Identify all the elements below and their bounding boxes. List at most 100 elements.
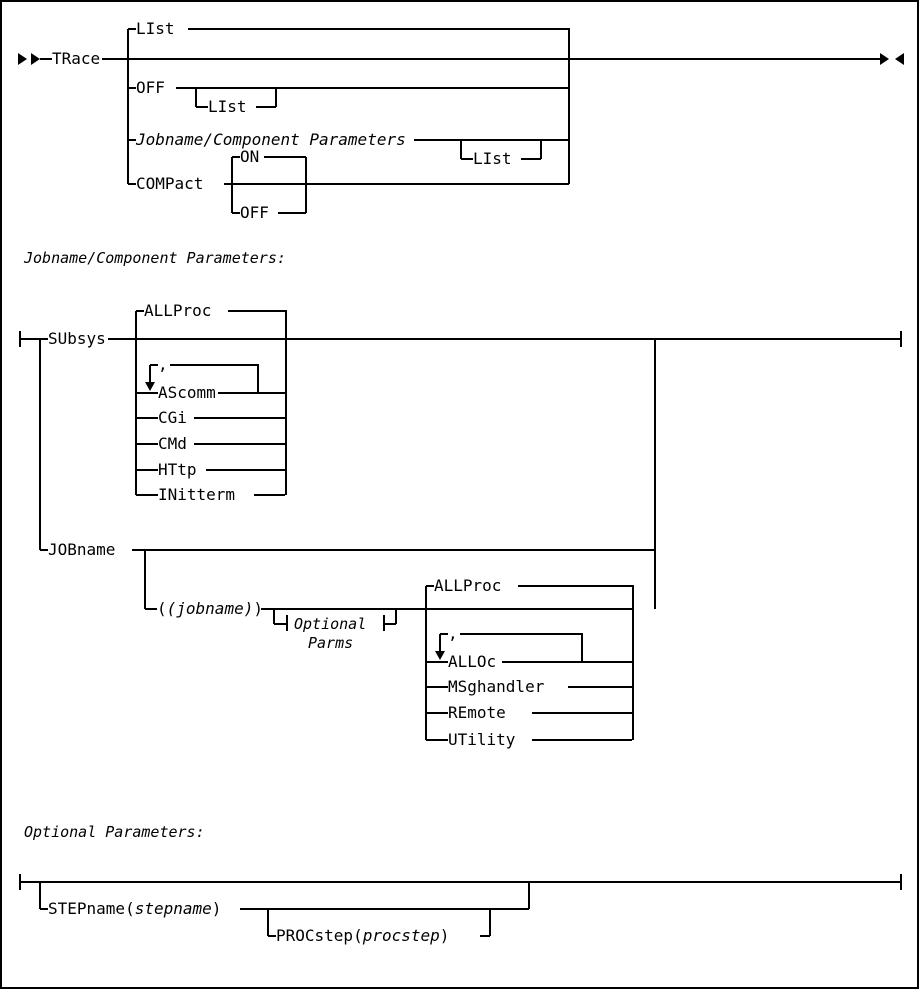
jobname-utility-line-right bbox=[532, 739, 632, 741]
option-jobname-utility: UTility bbox=[448, 730, 516, 749]
subsys-cmd-line-left bbox=[136, 443, 158, 445]
option-subsys-cmd: CMd bbox=[158, 434, 187, 453]
fragment3-end-bar bbox=[900, 874, 902, 890]
subsys-ascomm-line-right bbox=[218, 392, 285, 394]
optional-parms-vertical-right bbox=[395, 608, 397, 624]
option-subsys-cgi: CGi bbox=[158, 408, 187, 427]
option-procstep-close: ) bbox=[439, 926, 450, 945]
subsys-cmd-line-right bbox=[194, 443, 285, 445]
option-jobname-allproc: ALLProc bbox=[434, 576, 502, 595]
optional-parms-line-left bbox=[274, 623, 286, 625]
alloc-loop-line-top-right bbox=[460, 633, 582, 635]
subsys-initterm-line-right bbox=[254, 494, 285, 496]
option-stepname-var: stepname bbox=[134, 899, 212, 918]
keyword-jobname: JOBname bbox=[48, 540, 116, 559]
jobname-choices-through-line bbox=[426, 608, 632, 610]
compact-on-line-right bbox=[264, 156, 306, 158]
subsys-http-line-right bbox=[206, 469, 285, 471]
option-compact: COMPact bbox=[136, 174, 204, 193]
entry-arrow-1-icon bbox=[18, 53, 27, 65]
option-subsys-initterm: INitterm bbox=[158, 485, 236, 504]
option-jobname-msghandler: MSghandler bbox=[448, 677, 545, 696]
optional-parms-line-right bbox=[384, 623, 396, 625]
jobname-remote-line-left bbox=[426, 712, 448, 714]
option-subsys-ascomm: AScomm bbox=[158, 383, 216, 402]
list1-stub-right bbox=[188, 28, 569, 30]
keyword-subsys: SUbsys bbox=[48, 329, 106, 348]
jobname-choices-vertical-left bbox=[425, 586, 427, 740]
compact-off-line-right bbox=[278, 212, 306, 214]
off-list-vertical-left bbox=[195, 87, 197, 107]
option-stepname-close: ) bbox=[211, 899, 222, 918]
operand-jobname-var: (jobname) bbox=[166, 599, 254, 618]
jobname-allproc-line-right bbox=[518, 585, 632, 587]
jobname-alloc-line-right bbox=[502, 661, 632, 663]
compact-stub-right bbox=[224, 183, 569, 185]
procstep-line-left bbox=[268, 935, 276, 937]
stepname-vertical-left bbox=[39, 881, 41, 909]
main-exit-line bbox=[569, 58, 881, 60]
subsys-choices-vertical-left bbox=[135, 311, 137, 495]
compact-off-line-left bbox=[232, 212, 240, 214]
option-jobname-component-parameters: Jobname/Component Parameters bbox=[136, 130, 406, 149]
subsys-stub-right bbox=[108, 338, 136, 340]
heading-optional-parameters: Optional Parameters: bbox=[24, 823, 205, 841]
entry-line bbox=[40, 58, 52, 60]
stepname-line-left bbox=[40, 908, 48, 910]
heading-jobname-component-parameters: Jobname/Component Parameters: bbox=[24, 249, 286, 267]
subsys-through-line bbox=[136, 338, 285, 340]
jobname-msghandler-line-right bbox=[568, 686, 632, 688]
stepname-line-right bbox=[240, 908, 529, 910]
jobname-operand-line-left bbox=[145, 608, 157, 610]
subsys-ascomm-line-left bbox=[136, 392, 158, 394]
option-stepname: STEPname(stepname) bbox=[48, 901, 221, 917]
fragment2-end-bar bbox=[900, 331, 902, 347]
compact-stub-left bbox=[128, 183, 136, 185]
option-subsys-http: HTtp bbox=[158, 460, 197, 479]
section2-exit-line bbox=[655, 338, 901, 340]
option-jobname-alloc: ALLOc bbox=[448, 652, 497, 671]
option-off-list: LIst bbox=[208, 97, 247, 116]
procstep-vertical-left bbox=[267, 908, 269, 936]
subsys-choices-vertical-right bbox=[285, 310, 287, 495]
exit-arrow-right-icon bbox=[880, 53, 889, 65]
subsys-initterm-line-left bbox=[136, 494, 158, 496]
option-procstep-kw: PROCstep( bbox=[276, 926, 363, 945]
trace-exit-line bbox=[102, 58, 128, 60]
subsys-cgi-line-left bbox=[136, 417, 158, 419]
option-off: OFF bbox=[136, 78, 165, 97]
list1-stub-left bbox=[128, 28, 136, 30]
fragment2-start-line bbox=[20, 338, 39, 340]
jobname-choices-vertical-right bbox=[632, 585, 634, 740]
compact-on-line-left bbox=[232, 156, 240, 158]
fragment3-start-line bbox=[20, 881, 901, 883]
jobname-msghandler-line-left bbox=[426, 686, 448, 688]
alloc-loop-arrow-icon bbox=[435, 651, 445, 660]
jcp-list-line-right bbox=[521, 158, 541, 160]
fragment-optional-parms-line2: Parms bbox=[308, 634, 354, 652]
off1-stub-right bbox=[176, 87, 569, 89]
subsys-allproc-line-left bbox=[136, 310, 144, 312]
entry-arrow-2-icon bbox=[31, 53, 40, 65]
operand-jobname: ((jobname)) bbox=[157, 599, 263, 618]
option-procstep: PROCstep(procstep) bbox=[276, 928, 449, 944]
option-compact-on: ON bbox=[240, 147, 260, 166]
ascomm-loop-line-top-right bbox=[170, 364, 258, 366]
ascomm-loop-vertical-left bbox=[149, 365, 151, 384]
alloc-loop-line-top-left bbox=[440, 633, 448, 635]
procstep-vertical-right bbox=[489, 908, 491, 936]
fragment-optional-parms-line1: Optional bbox=[294, 615, 367, 633]
jobname-operand-vertical bbox=[144, 549, 146, 609]
off-list-line-right bbox=[256, 106, 276, 108]
option-list-default: LIst bbox=[136, 19, 175, 38]
section2-branch-vertical-right bbox=[654, 338, 656, 609]
exit-arrow-left-icon bbox=[895, 53, 904, 65]
jcp-stub-right bbox=[414, 139, 569, 141]
subsys-http-line-left bbox=[136, 469, 158, 471]
jobname-remote-line-right bbox=[532, 712, 632, 714]
jobname-alloc-line-left bbox=[426, 661, 448, 663]
main-branch-vertical-left bbox=[127, 29, 129, 184]
jobname-allproc-line-left bbox=[426, 585, 434, 587]
option-subsys-allproc: ALLProc bbox=[144, 301, 212, 320]
